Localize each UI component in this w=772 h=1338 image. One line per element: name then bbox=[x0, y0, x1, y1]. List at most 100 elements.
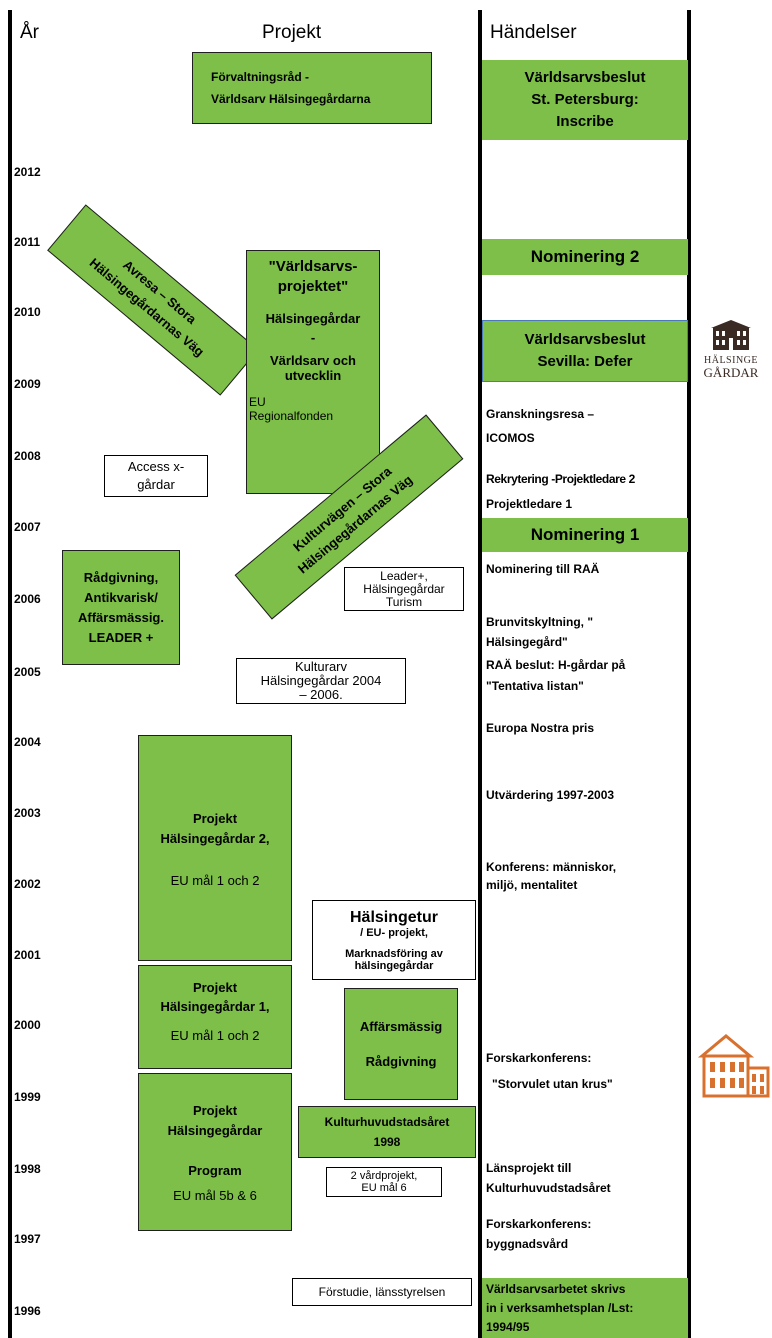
project-radgivning: Rådgivning, Antikvarisk/ Affärsmässig. L… bbox=[62, 550, 180, 665]
project-forstudie: Förstudie, länsstyrelsen bbox=[292, 1278, 472, 1306]
event-label: Sevilla: Defer bbox=[537, 353, 633, 370]
year-label: 1999 bbox=[14, 1090, 41, 1104]
event-projektledare-1: Projektledare 1 bbox=[486, 495, 572, 513]
project-label: gårdar bbox=[137, 477, 175, 492]
year-label: 2011 bbox=[14, 235, 41, 249]
project-label: LEADER + bbox=[88, 629, 154, 645]
event-label: St. Petersburg: bbox=[531, 91, 639, 108]
project-label: hälsingegårdar bbox=[354, 959, 434, 972]
logo-text: HÄLSINGE bbox=[704, 355, 758, 366]
event-label: Inscribe bbox=[556, 113, 614, 130]
event-label: miljö, mentalitet bbox=[486, 878, 578, 892]
event-label: "Tentativa listan" bbox=[486, 679, 584, 693]
event-label: "Storvulet utan krus" bbox=[492, 1077, 613, 1091]
year-label: 2012 bbox=[14, 165, 41, 179]
farmhouse-icon bbox=[711, 320, 751, 350]
events-right-line bbox=[687, 10, 691, 1338]
project-label: Program bbox=[188, 1163, 242, 1178]
event-granskningsresa: Granskningsresa – ICOMOS bbox=[486, 402, 594, 450]
year-label: 2004 bbox=[14, 735, 41, 749]
project-label: Förstudie, länsstyrelsen bbox=[318, 1285, 446, 1299]
project-label: Kulturhuvudstadsåret bbox=[324, 1115, 450, 1129]
event-label: Kulturhuvudstadsåret bbox=[486, 1181, 611, 1195]
year-label: 1997 bbox=[14, 1232, 41, 1246]
project-halsingetur: Hälsingetur / EU- projekt, Marknadsförin… bbox=[312, 900, 476, 980]
project-label: Antikvarisk/ bbox=[84, 589, 158, 605]
event-stpetersburg: Världsarvsbeslut St. Petersburg: Inscrib… bbox=[482, 60, 688, 140]
project-label: Hälsingegårdar bbox=[265, 311, 361, 326]
event-label: ICOMOS bbox=[486, 431, 535, 445]
event-forskarkonferens-1999: Forskarkonferens: "Storvulet utan krus" bbox=[486, 1045, 613, 1097]
project-label: Affärsmässig. bbox=[78, 609, 164, 625]
project-label: Rådgivning, bbox=[83, 569, 159, 585]
project-label: Hälsingegårdar bbox=[167, 1123, 263, 1138]
project-label: Projekt bbox=[192, 1103, 238, 1118]
event-nominering-raa: Nominering till RAÄ bbox=[486, 560, 599, 578]
project-label: Världsarv och bbox=[270, 353, 356, 368]
project-title: "Världsarvs- bbox=[268, 258, 358, 275]
project-label: Marknadsföring av bbox=[345, 947, 443, 960]
event-label: Brunvitskyltning, " bbox=[486, 615, 594, 629]
event-label: Granskningsresa – bbox=[486, 407, 595, 421]
project-label: Kulturarv bbox=[294, 659, 348, 674]
project-label: Projekt bbox=[192, 810, 238, 826]
year-label: 2010 bbox=[14, 305, 41, 319]
year-label: 2005 bbox=[14, 665, 41, 679]
event-label: Nominering 2 bbox=[530, 247, 640, 266]
event-label: Forskarkonferens: bbox=[486, 1217, 592, 1231]
event-utvardering: Utvärdering 1997-2003 bbox=[486, 786, 614, 804]
event-label: Rekrytering -Projektledare 2 bbox=[486, 472, 635, 486]
year-label: 2001 bbox=[14, 948, 41, 962]
year-label: 1998 bbox=[14, 1162, 41, 1176]
event-nominering-2: Nominering 2 bbox=[482, 239, 688, 275]
project-fund: EU bbox=[249, 395, 266, 409]
event-label: Nominering till RAÄ bbox=[486, 562, 600, 576]
event-label: Världsarvsarbetet skrivs bbox=[486, 1281, 626, 1296]
project-affarsmassig: Affärsmässig Rådgivning bbox=[344, 988, 458, 1100]
project-label: Hälsingegårdar 1, bbox=[160, 999, 270, 1014]
year-label: 2002 bbox=[14, 877, 41, 891]
project-kulturarv: Kulturarv Hälsingegårdar 2004 – 2006. bbox=[236, 658, 406, 704]
event-konferens: Konferens: människor, miljö, mentalitet bbox=[486, 858, 616, 894]
event-rekrytering: Rekrytering -Projektledare 2 bbox=[486, 470, 635, 488]
project-label: EU mål 6 bbox=[361, 1182, 407, 1194]
project-label: Turism bbox=[385, 594, 423, 609]
project-label: EU mål 1 och 2 bbox=[170, 1028, 260, 1043]
year-label: 2006 bbox=[14, 592, 41, 606]
project-label: Hälsingegårdar 2, bbox=[160, 830, 270, 846]
event-label: Projektledare 1 bbox=[486, 497, 573, 511]
event-label: 1994/95 bbox=[486, 1319, 530, 1334]
project-label: Projekt bbox=[192, 980, 238, 995]
left-axis-line bbox=[8, 10, 12, 1338]
event-forskarkonferens-1997: Forskarkonferens: byggnadsvård bbox=[486, 1214, 591, 1254]
year-label: 2007 bbox=[14, 520, 41, 534]
event-label: Länsprojekt till bbox=[486, 1161, 572, 1175]
project-label: / EU- projekt, bbox=[360, 926, 428, 939]
project-label: Förvaltningsråd - bbox=[211, 70, 310, 84]
project-label: EU mål 1 och 2 bbox=[170, 872, 260, 888]
project-program: Projekt Hälsingegårdar Program EU mål 5b… bbox=[138, 1073, 292, 1231]
project-label: Access x- bbox=[127, 459, 185, 474]
event-label: Världsarvsbeslut bbox=[524, 69, 646, 86]
project-title: projektet" bbox=[277, 278, 349, 295]
header-projects: Projekt bbox=[262, 22, 322, 43]
events-left-line bbox=[478, 10, 482, 1338]
project-label: – 2006. bbox=[299, 687, 343, 702]
halsinge-gardar-logo: HÄLSINGE GÅRDAR bbox=[696, 318, 766, 388]
project-vardprojekt: 2 vårdprojekt, EU mål 6 bbox=[326, 1167, 442, 1197]
event-label: Nominering 1 bbox=[530, 525, 640, 544]
event-brunvitskyltning: Brunvitskyltning, " Hälsingegård" bbox=[486, 612, 593, 652]
event-label: Hälsingegård" bbox=[486, 635, 568, 649]
logo-text: GÅRDAR bbox=[703, 365, 759, 380]
project-access: Access x- gårdar bbox=[104, 455, 208, 497]
year-label: 1996 bbox=[14, 1304, 41, 1318]
event-sevilla: Världsarvsbeslut Sevilla: Defer bbox=[482, 320, 688, 382]
header-events: Händelser bbox=[490, 22, 577, 43]
event-europa-nostra: Europa Nostra pris bbox=[486, 719, 594, 737]
event-label: byggnadsvård bbox=[486, 1237, 569, 1251]
project-varldsarvsprojektet: "Världsarvs- projektet" Hälsingegårdar -… bbox=[246, 250, 380, 494]
project-label: 2 vårdprojekt, bbox=[350, 1170, 418, 1182]
project-label: EU mål 5b & 6 bbox=[173, 1188, 257, 1203]
event-label: Europa Nostra pris bbox=[486, 721, 595, 735]
project-forvaltningsrad: Förvaltningsråd - Världsarv Hälsingegård… bbox=[192, 52, 432, 124]
